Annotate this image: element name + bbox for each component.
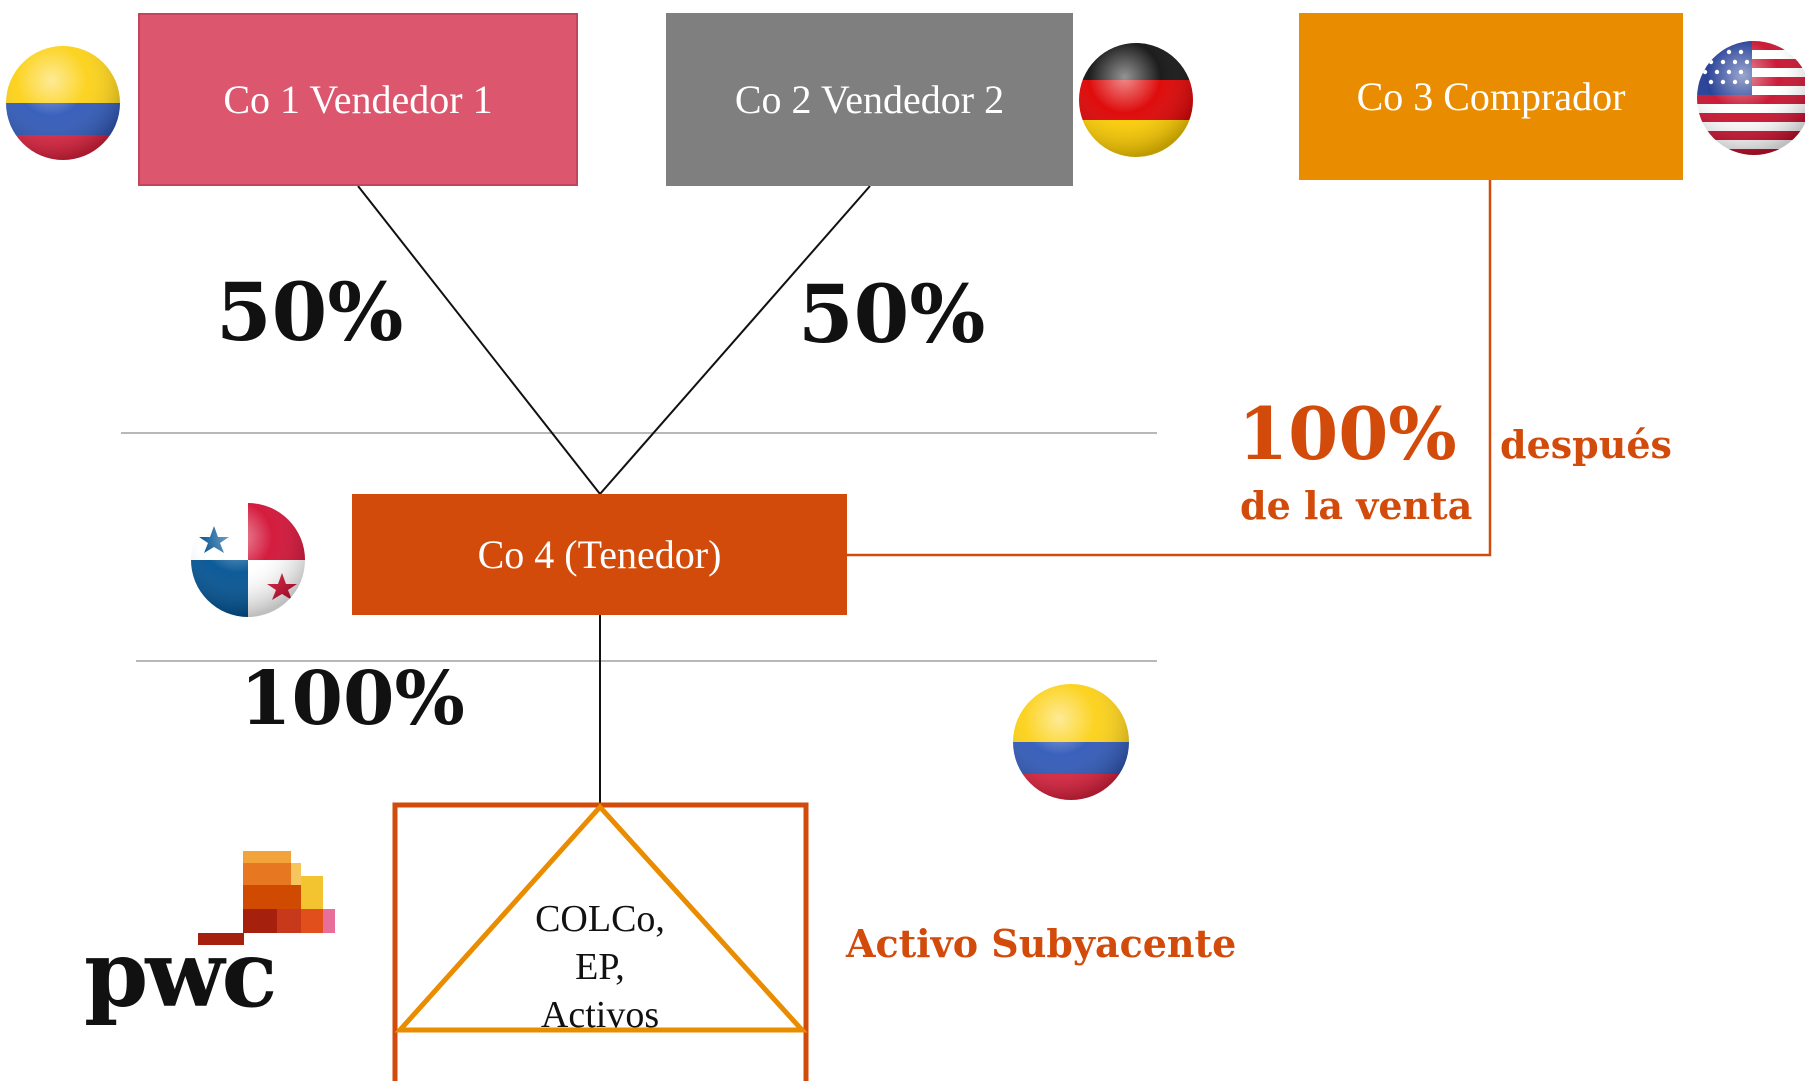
co4-label: Co 4 (Tenedor) [477, 532, 722, 577]
asset-caption: Activo Subyacente [846, 921, 1237, 966]
co3-buyer-box: Co 3 Comprador [1299, 13, 1683, 180]
co2-share-percent: 50% [798, 267, 986, 361]
co3-label: Co 3 Comprador [1356, 74, 1626, 119]
colombia-flag-icon [1013, 684, 1129, 800]
co2-seller-box: Co 2 Vendedor 2 [666, 13, 1073, 186]
pwc-logo-text: pwc [84, 920, 278, 1028]
usa-flag-icon [1697, 41, 1805, 155]
connector-co3-co4 [846, 180, 1492, 557]
co4-holder-box: Co 4 (Tenedor) [352, 494, 847, 615]
co1-share-percent: 50% [216, 265, 404, 359]
co3-share-note-line2: de la venta [1240, 483, 1473, 528]
co1-label: Co 1 Vendedor 1 [223, 77, 493, 122]
asset-triangle [394, 803, 808, 1033]
co3-share-percent: 100% [1238, 391, 1457, 476]
asset-line-2: EP, [575, 946, 625, 988]
germany-flag-icon [1079, 43, 1193, 157]
asset-line-3: Activos [540, 994, 660, 1036]
colombia-flag-icon [6, 46, 120, 160]
co1-seller-box: Co 1 Vendedor 1 [138, 13, 578, 186]
panama-flag-icon [191, 503, 305, 617]
connector-co1-co4 [357, 185, 601, 495]
asset-description: COLCo, EP, Activos [500, 895, 700, 1039]
connector-co2-co4 [599, 185, 871, 495]
co2-label: Co 2 Vendedor 2 [734, 77, 1005, 122]
asset-line-1: COLCo, [535, 898, 665, 940]
co4-share-percent: 100% [240, 656, 465, 742]
co3-share-note-line1: después [1500, 422, 1672, 467]
pwc-logo-mark [198, 851, 335, 945]
